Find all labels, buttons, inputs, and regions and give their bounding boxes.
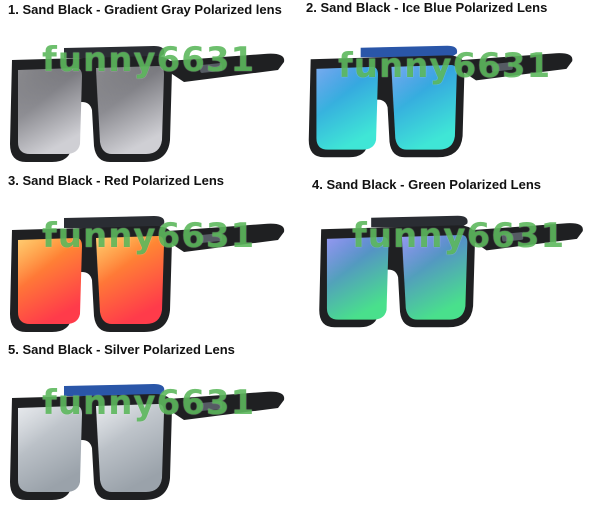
temple-far <box>64 46 165 58</box>
lens-shine <box>401 235 468 285</box>
sunglasses-image-1 <box>10 46 285 162</box>
lens-shine <box>96 404 164 456</box>
lens-shine <box>391 65 457 115</box>
lens-shine <box>326 236 389 287</box>
temple-far <box>371 215 468 228</box>
logo-plate <box>199 401 223 411</box>
lens-shine <box>18 238 82 290</box>
sunglasses-image-2 <box>308 45 573 158</box>
sunglasses-image-5 <box>10 384 285 500</box>
product-label-1: 1. Sand Black - Gradient Gray Polarized … <box>8 2 282 17</box>
watermark-5: funny6631 <box>42 383 256 423</box>
sunglasses-image-3 <box>10 216 285 332</box>
watermark-3: funny6631 <box>42 216 256 256</box>
logo-plate <box>491 62 513 72</box>
temple-far <box>360 45 458 58</box>
watermark-4: funny6631 <box>352 216 566 256</box>
lens-shine <box>316 66 378 117</box>
logo-plate <box>199 63 223 73</box>
watermark-2: funny6631 <box>338 46 552 86</box>
product-label-4: 4. Sand Black - Green Polarized Lens <box>312 177 542 192</box>
product-label-3: 3. Sand Black - Red Polarized Lens <box>8 173 225 188</box>
watermark-1: funny6631 <box>42 40 256 80</box>
logo-plate <box>501 232 524 242</box>
temple-far <box>64 216 165 228</box>
product-label-2: 2. Sand Black - Ice Blue Polarized Lens <box>306 0 548 15</box>
lens-shine <box>18 406 82 458</box>
lens-shine <box>18 68 82 120</box>
lens-shine <box>96 66 164 118</box>
logo-plate <box>199 233 223 243</box>
sunglasses-image-4 <box>319 215 583 328</box>
lens-shine <box>96 236 164 288</box>
product-label-5: 5. Sand Black - Silver Polarized Lens <box>8 342 235 357</box>
temple-far <box>64 384 165 396</box>
